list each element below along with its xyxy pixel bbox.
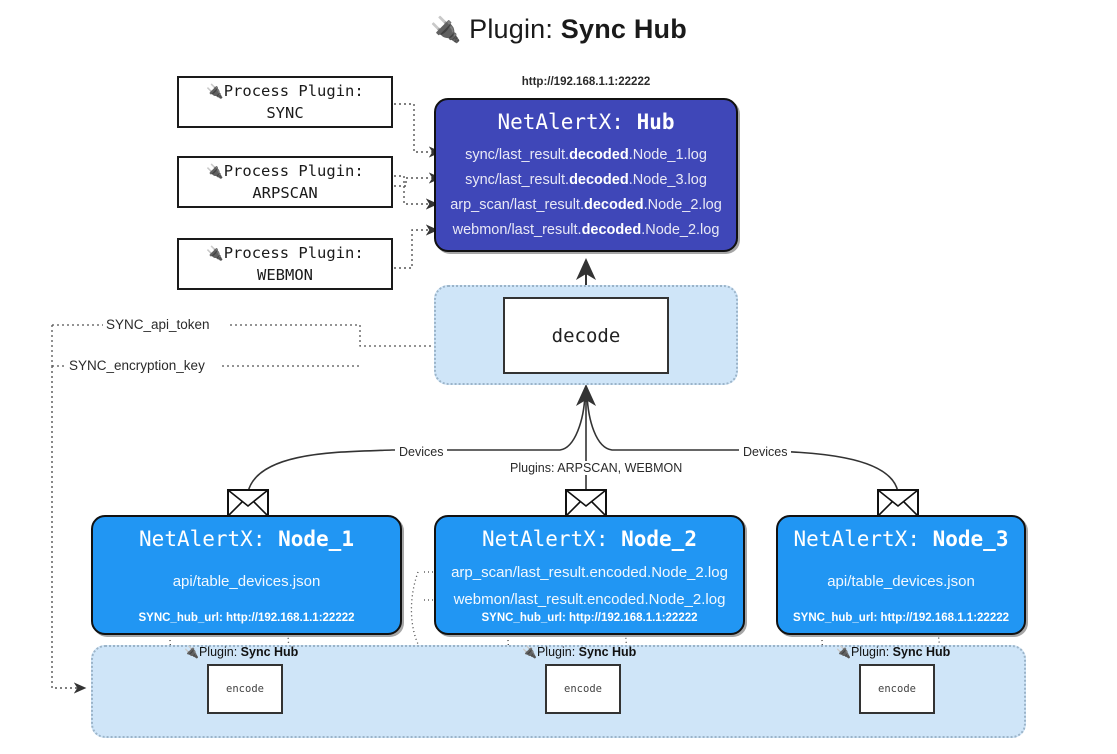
plugin-label-node3: 🔌Plugin: Sync Hub — [836, 645, 951, 659]
edge-label-devices-right: Devices — [739, 445, 792, 459]
page-title-name: Sync Hub — [560, 14, 687, 44]
node-2-hub-url: SYNC_hub_url: http://192.168.1.1:22222 — [481, 612, 698, 624]
plugin-label-node2: 🔌Plugin: Sync Hub — [522, 645, 637, 659]
hub-log-line: sync/last_result.decoded.Node_3.log — [465, 172, 707, 188]
plug-icon: 🔌 — [836, 645, 851, 659]
node-2-line: webmon/last_result.encoded.Node_2.log — [453, 591, 726, 608]
hub-log-line: webmon/last_result.decoded.Node_2.log — [452, 222, 720, 238]
node-1-lines: api/table_devices.json — [93, 568, 400, 595]
plug-icon: 🔌 — [206, 245, 224, 262]
hub-node[interactable]: NetAlertX: Hub sync/last_result.decoded.… — [434, 98, 738, 252]
hub-log-line: arp_scan/last_result.decoded.Node_2.log — [450, 197, 722, 213]
plug-icon: 🔌 — [184, 645, 199, 659]
process-plugin-arpscan-line2: ARPSCAN — [252, 183, 318, 202]
encode-box-node2[interactable]: encode — [545, 664, 621, 714]
node-3-line: api/table_devices.json — [827, 573, 975, 590]
node-2-lines: arp_scan/last_result.encoded.Node_2.log … — [436, 559, 743, 613]
node-1-title: NetAlertX: Node_1 — [139, 527, 354, 551]
process-plugin-webmon-line2: WEBMON — [257, 265, 313, 284]
envelope-icon-node2 — [565, 489, 607, 517]
plug-icon: 🔌 — [206, 83, 224, 100]
node-2-title: NetAlertX: Node_2 — [482, 527, 697, 551]
process-plugin-webmon[interactable]: 🔌Process Plugin: WEBMON — [177, 238, 393, 290]
envelope-icon-node3 — [877, 489, 919, 517]
hub-url-label: http://192.168.1.1:22222 — [521, 76, 651, 88]
hub-log-list: sync/last_result.decoded.Node_1.log sync… — [436, 143, 736, 243]
hub-title-name: Hub — [636, 110, 675, 134]
page-title-prefix: Plugin: — [469, 14, 561, 44]
node-1-line: api/table_devices.json — [172, 573, 321, 590]
hub-log-line: sync/last_result.decoded.Node_1.log — [465, 147, 707, 163]
node-1[interactable]: NetAlertX: Node_1 api/table_devices.json… — [91, 515, 402, 635]
node-3-title: NetAlertX: Node_3 — [793, 527, 1009, 551]
encode-box-node3[interactable]: encode — [859, 664, 935, 714]
envelope-icon-node1 — [227, 489, 269, 517]
process-plugin-arpscan[interactable]: 🔌Process Plugin: ARPSCAN — [177, 156, 393, 208]
hub-title-prefix: NetAlertX: — [497, 110, 637, 134]
process-plugin-sync[interactable]: 🔌Process Plugin: SYNC — [177, 76, 393, 128]
sync-api-token-label: SYNC_api_token — [103, 317, 213, 332]
hub-title: NetAlertX: Hub — [436, 110, 736, 134]
node-2-line: arp_scan/last_result.encoded.Node_2.log — [451, 564, 728, 581]
process-plugin-arpscan-line1: Process Plugin: — [223, 161, 364, 180]
encode-box-node1[interactable]: encode — [207, 664, 283, 714]
plug-icon: 🔌 — [430, 16, 462, 44]
edge-label-devices-left: Devices — [395, 445, 448, 459]
edge-label-plugins: Plugins: ARPSCAN, WEBMON — [506, 461, 687, 475]
node-1-hub-url: SYNC_hub_url: http://192.168.1.1:22222 — [138, 612, 355, 624]
plug-icon: 🔌 — [522, 645, 537, 659]
process-plugin-webmon-line1: Process Plugin: — [223, 243, 364, 262]
plugin-label-node1: 🔌Plugin: Sync Hub — [184, 645, 299, 659]
node-3-lines: api/table_devices.json — [778, 568, 1024, 595]
node-2[interactable]: NetAlertX: Node_2 arp_scan/last_result.e… — [434, 515, 745, 635]
sync-encryption-key-label: SYNC_encryption_key — [66, 358, 208, 373]
process-plugin-sync-line2: SYNC — [266, 103, 304, 122]
page-title: 🔌 Plugin: Sync Hub — [0, 14, 1117, 45]
plug-icon: 🔌 — [206, 163, 224, 180]
process-plugin-sync-line1: Process Plugin: — [223, 81, 364, 100]
decode-box[interactable]: decode — [503, 297, 669, 374]
node-3[interactable]: NetAlertX: Node_3 api/table_devices.json… — [776, 515, 1026, 635]
node-3-hub-url: SYNC_hub_url: http://192.168.1.1:22222 — [792, 612, 1010, 624]
